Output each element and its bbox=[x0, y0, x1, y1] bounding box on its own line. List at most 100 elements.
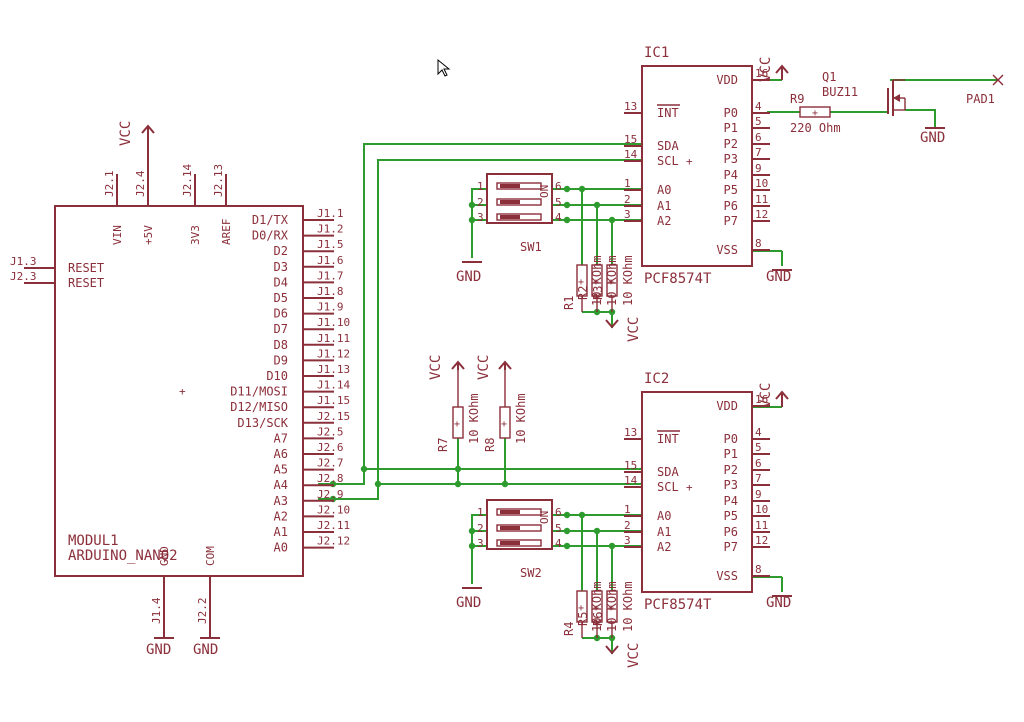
pin-label: P2 bbox=[724, 137, 738, 151]
pin-number: 4 bbox=[555, 211, 562, 224]
pin-label: INT bbox=[657, 106, 679, 120]
resistor-r8[interactable]: + bbox=[499, 370, 511, 439]
r1-value: 10 KOhm bbox=[590, 255, 604, 306]
pin-label: A1 bbox=[657, 199, 671, 213]
resistor-bank-1[interactable]: +++ bbox=[576, 264, 618, 312]
pin-number: J1.13 bbox=[317, 363, 350, 376]
junction-dot bbox=[578, 185, 586, 193]
junction-dot bbox=[563, 542, 571, 550]
pin-number: 4 bbox=[555, 537, 562, 550]
r5-value: 10 KOhm bbox=[605, 581, 619, 632]
pin-number: J2.12 bbox=[317, 535, 350, 548]
switch-knob bbox=[500, 184, 520, 188]
mouse-cursor-icon bbox=[437, 58, 451, 77]
pin-label: P1 bbox=[724, 121, 738, 135]
r9-value: 220 Ohm bbox=[790, 121, 841, 135]
switch-body bbox=[486, 173, 553, 224]
resistor-r7[interactable]: + bbox=[452, 370, 464, 439]
origin-cross: + bbox=[686, 155, 693, 168]
pin-number: J2.3 bbox=[10, 270, 37, 283]
pad1-x-2 bbox=[992, 74, 1004, 86]
origin-cross: + bbox=[686, 481, 693, 494]
switch-lever bbox=[496, 508, 542, 516]
r6-name: R6 bbox=[591, 612, 605, 626]
pin-label: P6 bbox=[724, 199, 738, 213]
pin-label: P2 bbox=[724, 463, 738, 477]
r9-plus: + bbox=[812, 108, 818, 119]
pin-label: A2 bbox=[657, 214, 671, 228]
resistor-plus: + bbox=[593, 603, 599, 614]
switch-lever bbox=[496, 198, 542, 206]
switch-lever bbox=[496, 539, 542, 547]
pin-label: SDA bbox=[657, 139, 679, 153]
pin-number: J2.2 bbox=[196, 598, 209, 625]
pin-number: J1.8 bbox=[317, 285, 344, 298]
pin-number: 16 bbox=[755, 393, 768, 406]
pin-label: P3 bbox=[724, 152, 738, 166]
pin-label: A2 bbox=[657, 540, 671, 554]
pin-number: 2 bbox=[624, 519, 631, 532]
pin-label: RESET bbox=[68, 261, 104, 275]
switch-body bbox=[486, 499, 553, 550]
pin-number: J2.14 bbox=[181, 164, 194, 197]
mosfet-q1[interactable] bbox=[887, 79, 906, 116]
pin-number: J1.14 bbox=[317, 379, 350, 392]
resistor-bank-2[interactable]: +++ bbox=[576, 590, 618, 638]
pin-number: 6 bbox=[555, 180, 562, 193]
pin-label: A1 bbox=[274, 525, 288, 539]
r7-name: R7 bbox=[436, 438, 450, 452]
pin-number: 5 bbox=[755, 115, 762, 128]
sda-bus bbox=[333, 143, 642, 485]
pin-label: A1 bbox=[657, 525, 671, 539]
pin-label: P5 bbox=[724, 509, 738, 523]
ic1-name: IC1 bbox=[644, 45, 669, 61]
pin-number: 2 bbox=[624, 193, 631, 206]
pin-number: J2.9 bbox=[317, 488, 344, 501]
r2-name: R2 bbox=[576, 286, 590, 300]
pin-label: 3V3 bbox=[189, 225, 202, 245]
q1-arrow bbox=[893, 94, 900, 102]
q1-value: BUZ11 bbox=[822, 85, 858, 99]
vcc-arrow-icon bbox=[498, 360, 512, 370]
pin-number: 1 bbox=[477, 506, 484, 519]
vcc-arrow-icon bbox=[605, 645, 619, 655]
pin-number: J2.7 bbox=[317, 457, 344, 470]
pin-label: D7 bbox=[274, 322, 288, 336]
pin-number: J2.6 bbox=[317, 441, 344, 454]
pin-number: 14 bbox=[624, 148, 638, 161]
pin-number: 3 bbox=[477, 537, 484, 550]
pin-number: 5 bbox=[755, 441, 762, 454]
pin-number: 13 bbox=[624, 100, 637, 113]
switch-lever bbox=[496, 524, 542, 532]
pin-label: D3 bbox=[274, 260, 288, 274]
sw1-name: SW1 bbox=[520, 240, 542, 254]
r6-value: 10 KOhm bbox=[621, 581, 635, 632]
pin-label: D10 bbox=[266, 369, 288, 383]
pin-label: P4 bbox=[724, 494, 738, 508]
pin-label: GND bbox=[158, 546, 171, 566]
pin-number: J2.15 bbox=[317, 410, 350, 423]
junction-dot bbox=[563, 201, 571, 209]
pin-number: J1.4 bbox=[150, 597, 163, 624]
switch-knob bbox=[500, 541, 520, 545]
r7-value: 10 KOhm bbox=[467, 393, 481, 444]
pin-number: J2.13 bbox=[212, 164, 225, 197]
pin-label: D2 bbox=[274, 244, 288, 258]
resistor-r9[interactable]: + bbox=[799, 106, 831, 119]
pin-label: A0 bbox=[657, 509, 671, 523]
pad1[interactable] bbox=[992, 74, 1004, 86]
r2-value: 10 KOhm bbox=[605, 255, 619, 306]
pin-label: D5 bbox=[274, 291, 288, 305]
pin-number: 15 bbox=[624, 459, 637, 472]
pin-label: D8 bbox=[274, 338, 288, 352]
gnd-label: GND bbox=[146, 642, 171, 658]
